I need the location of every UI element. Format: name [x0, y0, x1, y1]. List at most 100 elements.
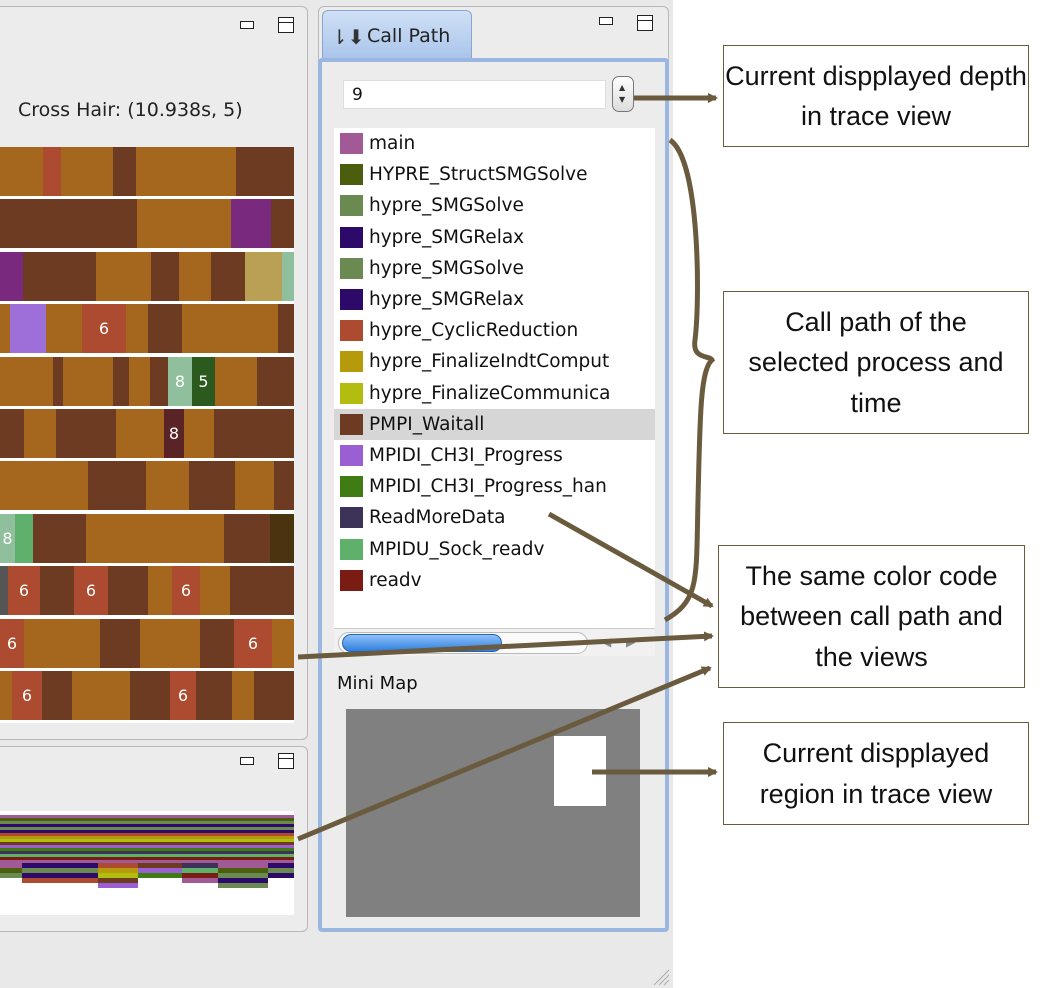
call-path-item[interactable]: ReadMoreData	[334, 502, 655, 533]
call-path-item[interactable]: MPIDI_CH3I_Progress	[334, 440, 655, 471]
trace-segment[interactable]	[211, 251, 245, 301]
trace-segment[interactable]	[150, 356, 168, 406]
call-path-item[interactable]: hypre_CyclicReduction	[334, 315, 655, 346]
trace-segment[interactable]	[189, 461, 235, 511]
trace-segment[interactable]	[130, 671, 170, 720]
trace-segment[interactable]	[257, 356, 294, 406]
maximize-icon[interactable]	[637, 15, 653, 31]
trace-segment[interactable]	[236, 147, 294, 196]
trace-segment[interactable]	[113, 356, 129, 406]
trace-row[interactable]: 8	[0, 251, 294, 301]
call-path-item[interactable]: readv	[334, 565, 655, 596]
trace-segment[interactable]	[0, 147, 43, 196]
trace-segment[interactable]	[164, 409, 184, 458]
trace-segment[interactable]	[126, 304, 148, 354]
trace-segment[interactable]	[40, 566, 74, 616]
trace-segment[interactable]	[272, 618, 294, 668]
trace-segment[interactable]	[63, 356, 113, 406]
trace-segment[interactable]	[214, 409, 294, 458]
trace-row[interactable]: 8	[0, 409, 294, 458]
trace-segment[interactable]	[224, 513, 270, 563]
depth-input[interactable]: 9	[343, 80, 606, 109]
call-path-item[interactable]: hypre_SMGSolve	[334, 253, 655, 284]
trace-segment[interactable]	[200, 618, 234, 668]
minimize-icon[interactable]	[240, 757, 254, 765]
trace-segment[interactable]	[172, 566, 200, 616]
trace-segment[interactable]	[12, 671, 42, 720]
trace-segment[interactable]	[129, 356, 150, 406]
trace-segment[interactable]	[182, 304, 278, 354]
trace-segment[interactable]	[82, 304, 126, 354]
trace-segment[interactable]	[254, 671, 294, 720]
trace-segment[interactable]	[0, 513, 15, 563]
trace-segment[interactable]	[86, 513, 224, 563]
call-path-item[interactable]: HYPRE_StructSMGSolve	[334, 159, 655, 190]
minimize-icon[interactable]	[240, 21, 254, 29]
trace-view-canvas[interactable]: 86685886666666	[0, 147, 294, 723]
call-path-item[interactable]: main	[334, 128, 655, 159]
trace-segment[interactable]	[234, 618, 272, 668]
trace-segment[interactable]	[200, 566, 230, 616]
call-path-item[interactable]: MPIDU_Sock_readv	[334, 534, 655, 565]
trace-segment[interactable]	[168, 356, 192, 406]
trace-segment[interactable]	[270, 513, 294, 563]
trace-segment[interactable]	[274, 461, 294, 511]
call-path-item[interactable]: hypre_FinalizeCommunica	[334, 378, 655, 409]
trace-segment[interactable]	[15, 513, 33, 563]
trace-segment[interactable]	[56, 409, 116, 458]
trace-segment[interactable]	[231, 199, 271, 249]
depth-view-canvas[interactable]	[0, 811, 294, 915]
trace-segment[interactable]	[8, 566, 40, 616]
trace-segment[interactable]	[88, 461, 146, 511]
depth-stepper[interactable]: ▲ ▼	[612, 76, 634, 112]
trace-segment[interactable]	[136, 147, 236, 196]
tab-call-path[interactable]: ⇂⬇ Call Path	[322, 10, 472, 60]
trace-segment[interactable]	[24, 618, 100, 668]
trace-segment[interactable]	[116, 409, 164, 458]
trace-segment[interactable]	[0, 566, 8, 616]
trace-segment[interactable]	[61, 147, 113, 196]
trace-segment[interactable]	[148, 304, 182, 354]
minimize-icon[interactable]	[599, 17, 613, 25]
trace-segment[interactable]	[0, 461, 88, 511]
trace-segment[interactable]	[137, 199, 231, 249]
trace-segment[interactable]	[108, 566, 148, 616]
trace-segment[interactable]	[72, 671, 130, 720]
trace-segment[interactable]	[0, 618, 24, 668]
call-path-item[interactable]: hypre_SMGSolve	[334, 190, 655, 221]
chevron-down-icon[interactable]: ▼	[619, 95, 626, 104]
trace-segment[interactable]	[140, 618, 200, 668]
resize-grip-icon[interactable]	[650, 966, 670, 986]
trace-segment[interactable]	[235, 461, 274, 511]
call-path-item[interactable]: hypre_FinalizeIndtComput	[334, 346, 655, 377]
trace-segment[interactable]	[0, 409, 24, 458]
trace-segment[interactable]	[43, 147, 61, 196]
trace-segment[interactable]	[113, 147, 136, 196]
call-path-item[interactable]: PMPI_Waitall	[334, 408, 655, 440]
trace-segment[interactable]	[74, 566, 108, 616]
trace-segment[interactable]	[184, 409, 214, 458]
trace-segment[interactable]	[23, 251, 96, 301]
trace-segment[interactable]	[0, 251, 23, 301]
trace-segment[interactable]	[24, 409, 56, 458]
trace-segment[interactable]	[230, 566, 294, 616]
trace-row[interactable]: 66	[0, 304, 294, 354]
trace-segment[interactable]	[96, 251, 151, 301]
trace-segment[interactable]	[282, 251, 294, 301]
trace-segment[interactable]	[0, 199, 137, 249]
trace-segment[interactable]	[46, 304, 82, 354]
trace-segment[interactable]	[151, 251, 179, 301]
maximize-icon[interactable]	[278, 17, 294, 33]
trace-segment[interactable]	[53, 356, 63, 406]
trace-segment[interactable]	[232, 671, 254, 720]
trace-segment[interactable]	[245, 251, 282, 301]
chevron-up-icon[interactable]: ▲	[619, 83, 626, 92]
maximize-icon[interactable]	[278, 753, 294, 769]
trace-segment[interactable]	[215, 356, 257, 406]
trace-segment[interactable]	[10, 304, 46, 354]
trace-row[interactable]	[0, 147, 294, 196]
